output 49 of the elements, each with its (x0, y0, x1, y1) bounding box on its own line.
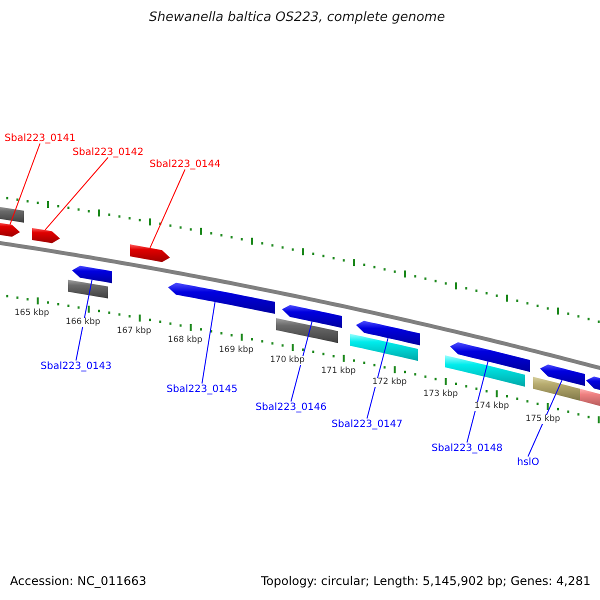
leader-line (44, 157, 108, 231)
gene-label: Sbal223_0145 (166, 384, 238, 394)
gene-feature (282, 305, 342, 328)
scale-label: 166 kbp (66, 318, 100, 328)
feature-bar (533, 376, 580, 401)
leader-line (290, 321, 312, 402)
scale-label: 173 kbp (423, 390, 458, 400)
leader-line (366, 338, 388, 419)
gene-feature (130, 244, 170, 262)
leader-line (10, 143, 40, 226)
genome-info-text: Topology: circular; Length: 5,145,902 bp; Genes: 4,281 (261, 574, 591, 588)
gene-label: Sbal223_0143 (40, 360, 112, 372)
feature-bar (445, 355, 525, 387)
leader-line (150, 169, 186, 248)
scale-label: 167 kbp (116, 326, 152, 336)
gene-feature (450, 342, 530, 372)
leader-line (466, 361, 488, 443)
gene-feature (356, 320, 420, 346)
gene-feature (168, 282, 275, 314)
gene-label: Sbal223_0142 (72, 146, 144, 158)
scale-label: 174 kbp (474, 402, 510, 412)
feature-bar (350, 334, 418, 361)
scale-label: 175 kbp (526, 414, 560, 424)
accession-text: Accession: NC_011663 (10, 574, 146, 588)
feature-bar (580, 388, 600, 408)
feature-bar (68, 280, 108, 298)
gene-feature (72, 266, 112, 284)
gene-label: hslO (517, 456, 540, 468)
feature-bar (0, 206, 24, 223)
scale-label: 170 kbp (270, 356, 305, 366)
leader-line (76, 279, 92, 361)
scale-label: 172 kbp (372, 378, 407, 388)
gene-feature (540, 364, 585, 386)
gene-label: Sbal223_0146 (256, 402, 327, 412)
gene-feature (586, 376, 600, 392)
gene-label: Sbal223_0144 (150, 158, 221, 170)
feature-bar (276, 318, 338, 344)
leader-line (528, 380, 562, 457)
gene-feature (0, 222, 20, 237)
diagram-title: Shewanella baltica OS223, complete genome (149, 11, 445, 26)
scale-label: 169 kbp (218, 346, 254, 356)
gene-feature (32, 228, 60, 244)
scale-label: 171 kbp (321, 366, 356, 376)
gene-label: Sbal223_0141 (4, 132, 76, 144)
scale-label: 165 kbp (14, 309, 50, 319)
gene-label: Sbal223_0147 (332, 418, 403, 430)
scale-label: 168 kbp (168, 336, 202, 346)
leader-line (202, 302, 216, 384)
gene-label: Sbal223_0148 (432, 442, 503, 454)
